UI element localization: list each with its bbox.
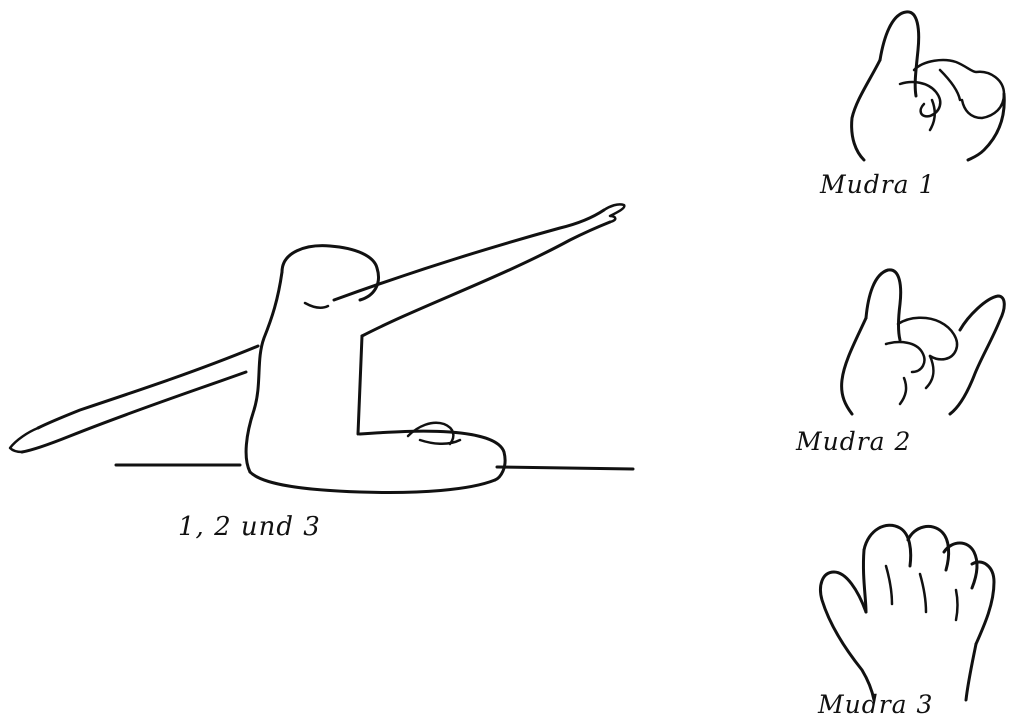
mudra-2-caption: Mudra 2: [796, 427, 911, 456]
mudra-3-finger-2: [908, 526, 949, 570]
mudra-3-palm-right: [966, 644, 976, 700]
mudra-3-caption: Mudra 3: [818, 690, 933, 719]
mudra-3-finger-creases: [886, 566, 958, 620]
mudra-3-finger-1: [864, 525, 911, 566]
mudra-1-caption: Mudra 1: [820, 170, 935, 199]
main-figure-caption: 1, 2 und 3: [178, 512, 321, 542]
